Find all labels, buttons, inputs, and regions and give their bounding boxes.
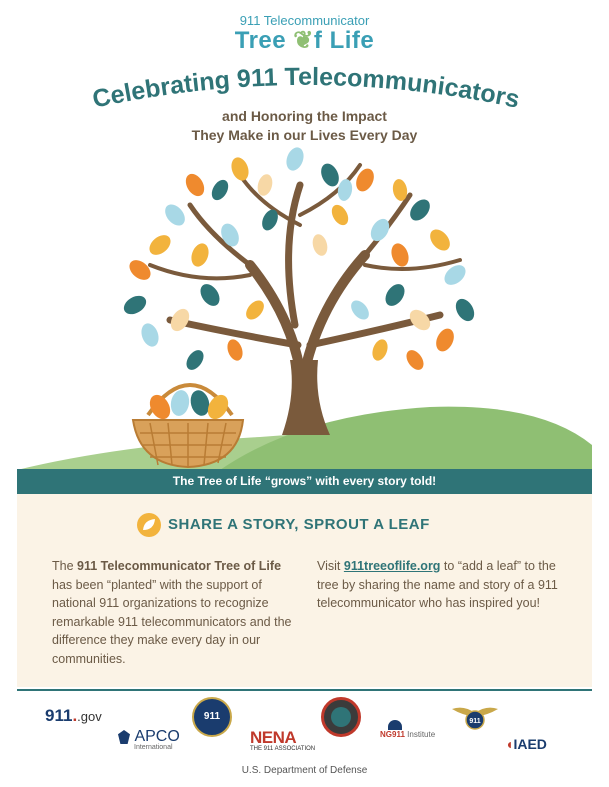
- intro-text-start: The: [52, 559, 78, 573]
- 911-gov-suffix: .gov: [77, 709, 102, 724]
- svg-text:Celebrating 911 Telecommunicat: Celebrating 911 Telecommunicators: [90, 63, 522, 114]
- program-name: 911 Telecommunicator Tree of Life: [77, 559, 282, 573]
- subheadline-1: and Honoring the Impact: [222, 108, 387, 124]
- logo-title: Tree ❦f Life: [0, 26, 609, 55]
- ng911-logo: NG911 Institute: [380, 720, 435, 739]
- website-link[interactable]: 911treeoflife.org: [343, 559, 441, 573]
- iaed-mark-icon: ◖: [505, 736, 514, 752]
- seal-number: 911: [203, 711, 221, 722]
- cta-text-start: Visit: [317, 559, 344, 573]
- call-to-action-paragraph: Visit 911treeoflife.org to “add a leaf” …: [317, 557, 562, 613]
- subheadline-2: They Make in our Lives Every Day: [191, 127, 418, 143]
- tree-illustration: [17, 147, 592, 470]
- dod-seal-logo: [321, 697, 361, 737]
- apco-logo: APCO International: [118, 728, 180, 751]
- 911-seal-logo: 911: [192, 697, 232, 737]
- leaf-badge-icon: [137, 513, 161, 537]
- headline: Celebrating 911 Telecommunicators: [90, 63, 522, 114]
- logo-title-part2: f Life: [313, 27, 375, 54]
- logo-title-part1: Tree: [234, 27, 294, 54]
- apco-shield-icon: [118, 730, 130, 744]
- 911-gov-number: 911: [45, 706, 73, 725]
- iaed-logo: ◖IAED: [505, 736, 547, 752]
- ng911-subtitle: Institute: [407, 730, 436, 739]
- leaf-basket: [131, 383, 245, 469]
- footer-dod: U.S. Department of Defense: [241, 765, 368, 776]
- ng911-name: NG911: [380, 730, 405, 739]
- nena-subtitle: THE 911 ASSOCIATION: [250, 746, 316, 752]
- tagline-banner: The Tree of Life “grows” with every stor…: [17, 469, 592, 494]
- 911-gov-logo: 911..gov: [45, 706, 102, 725]
- iaed-name: IAED: [513, 736, 547, 752]
- capitol-dome-icon: [388, 720, 402, 730]
- headline-text: Celebrating 911 Telecommunicators: [90, 63, 522, 114]
- share-title: SHARE A STORY, SPROUT A LEAF: [168, 516, 430, 533]
- eagle-911-number: 911: [469, 718, 480, 725]
- divider: [17, 689, 592, 691]
- nena-name: NENA: [250, 728, 297, 747]
- tree-leaves: [123, 147, 475, 370]
- logo-tagline: 911 Telecommunicator: [239, 13, 370, 28]
- leaf-o-icon: ❦: [293, 27, 314, 54]
- front-hill: [220, 406, 592, 470]
- eagle-icon: 911: [452, 707, 498, 730]
- share-panel: [17, 494, 592, 687]
- cta-text-end: to “add a leaf” to the tree by sharing t…: [317, 559, 558, 610]
- tree-trunk: [282, 360, 330, 435]
- apco-name: APCO: [134, 728, 180, 745]
- globe-icon: [331, 707, 351, 727]
- intro-text-end: has been “planted” with the support of n…: [52, 577, 292, 666]
- intro-paragraph: The 911 Telecommunicator Tree of Life ha…: [52, 557, 297, 668]
- nena-logo: NENA THE 911 ASSOCIATION: [250, 728, 315, 752]
- apco-subtitle: International: [134, 744, 173, 751]
- eagle-911-logo: 911: [452, 703, 498, 731]
